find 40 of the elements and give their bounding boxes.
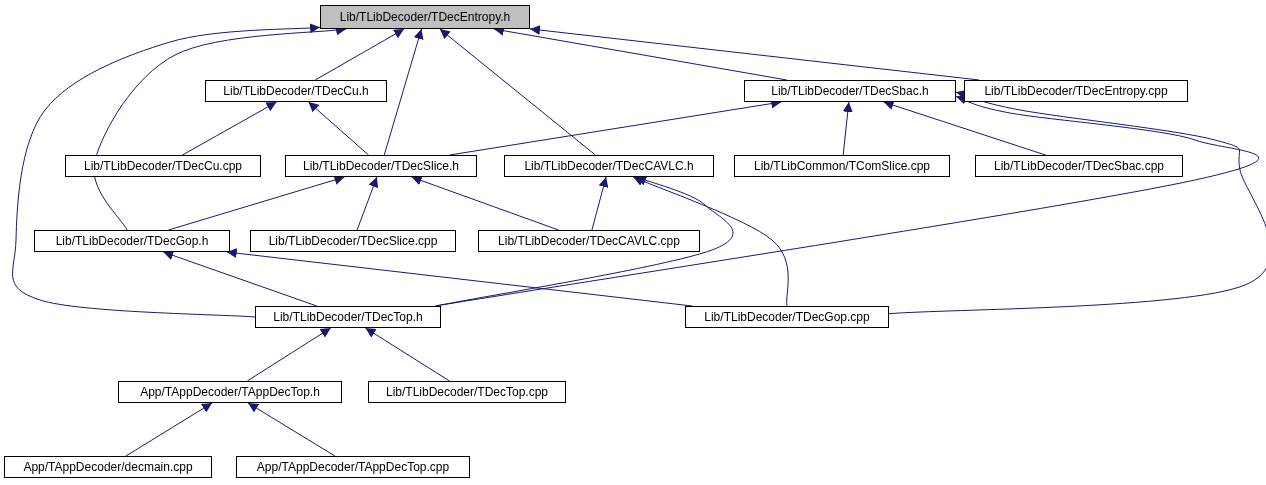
arrow [246, 327, 332, 382]
arrow [529, 25, 980, 81]
arrow [247, 402, 336, 457]
file-box: App/TAppDecoder/decmain.cpp [4, 456, 212, 478]
file-box: Lib/TLibDecoder/TDecSlice.h [285, 155, 477, 177]
arrow [591, 176, 609, 231]
file-box: Lib/TLibDecoder/TDecCu.cpp [65, 155, 261, 177]
arrow [125, 402, 213, 457]
file-box: App/TAppDecoder/TAppDecTop.cpp [236, 456, 470, 478]
file-box: Lib/TLibDecoder/TDecSbac.h [744, 80, 956, 102]
file-box: Lib/TLibDecoder/TDecCAVLC.cpp [478, 230, 700, 252]
file-box: Lib/TLibDecoder/TDecSlice.cpp [250, 230, 456, 252]
arrow [12, 23, 321, 318]
arrow [307, 101, 370, 156]
arrow [439, 28, 596, 156]
arrow [314, 28, 405, 81]
arrow [383, 28, 424, 156]
arrow [356, 176, 379, 231]
file-box: Lib/TLibDecoder/TDecEntropy.cpp [964, 80, 1188, 102]
file-box: Lib/TLibDecoder/TDecTop.h [255, 306, 441, 328]
file-box: App/TAppDecoder/TAppDecTop.h [118, 381, 342, 403]
arrow [888, 90, 1266, 315]
file-box: Lib/TLibDecoder/TDecGop.cpp [685, 306, 889, 328]
file-box: Lib/TLibDecoder/TDecCAVLC.h [504, 155, 714, 177]
arrow [182, 101, 277, 156]
arrow [364, 327, 451, 382]
file-box: Lib/TLibDecoder/TDecEntropy.h [320, 5, 530, 29]
arrow [226, 248, 693, 307]
arrow [162, 250, 318, 307]
file-box: Lib/TLibDecoder/TDecGop.h [34, 230, 230, 252]
file-box: Lib/TLibDecoder/TDecCu.h [205, 80, 387, 102]
arrow [842, 101, 853, 156]
arrow [168, 175, 345, 231]
arrow [434, 175, 734, 307]
file-box: Lib/TLibDecoder/TDecSbac.cpp [975, 155, 1183, 177]
arrow [632, 176, 789, 307]
arrow [883, 100, 1046, 156]
file-box: Lib/TLibCommon/TComSlice.cpp [734, 155, 950, 177]
arrow [411, 175, 559, 231]
file-box: Lib/TLibDecoder/TDecTop.cpp [368, 381, 566, 403]
